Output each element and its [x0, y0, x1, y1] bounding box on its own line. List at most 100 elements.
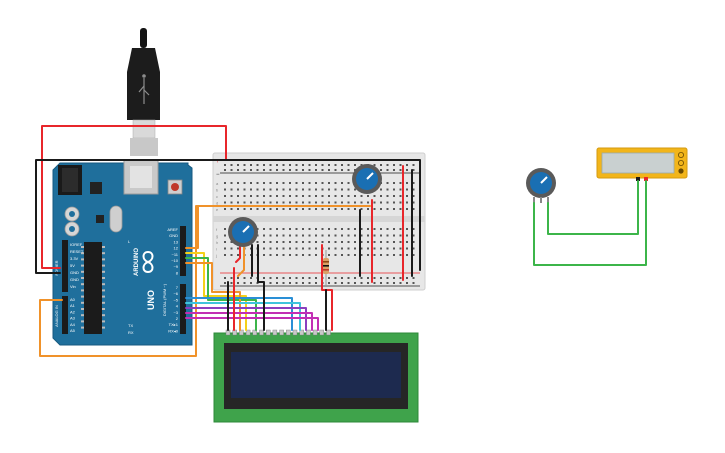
rail-hole[interactable]: [360, 282, 363, 284]
terminal-hole[interactable]: [373, 247, 376, 250]
terminal-hole[interactable]: [393, 195, 395, 197]
terminal-hole[interactable]: [243, 188, 246, 191]
wire-pot2-wiper[interactable]: [237, 244, 245, 277]
terminal-hole[interactable]: [347, 228, 350, 230]
rail-hole[interactable]: [276, 282, 278, 284]
digital-header-high[interactable]: [180, 226, 186, 276]
terminal-hole[interactable]: [237, 247, 239, 250]
terminal-hole[interactable]: [282, 241, 285, 243]
rail-hole[interactable]: [263, 164, 265, 166]
rail-hole[interactable]: [276, 277, 278, 279]
terminal-hole[interactable]: [282, 182, 285, 184]
rail-hole[interactable]: [315, 282, 317, 284]
lcd-pin[interactable]: [279, 329, 284, 336]
rail-hole[interactable]: [341, 277, 343, 279]
wire-meter-a[interactable]: [547, 180, 639, 235]
terminal-hole[interactable]: [237, 195, 239, 197]
lcd-pin[interactable]: [272, 329, 278, 336]
terminal-hole[interactable]: [360, 228, 363, 230]
terminal-hole[interactable]: [237, 188, 239, 191]
terminal-hole[interactable]: [334, 254, 337, 256]
rail-hole[interactable]: [354, 277, 356, 279]
terminal-hole[interactable]: [302, 188, 304, 191]
terminal-hole[interactable]: [412, 247, 415, 250]
terminal-hole[interactable]: [269, 241, 272, 243]
terminal-hole[interactable]: [367, 247, 369, 250]
terminal-hole[interactable]: [263, 234, 265, 237]
terminal-hole[interactable]: [256, 208, 259, 210]
terminal-hole[interactable]: [412, 195, 415, 197]
terminal-hole[interactable]: [347, 247, 350, 250]
rail-hole[interactable]: [243, 277, 246, 279]
rail-hole[interactable]: [230, 282, 233, 284]
terminal-hole[interactable]: [282, 195, 285, 197]
terminal-hole[interactable]: [224, 247, 226, 250]
rail-hole[interactable]: [399, 277, 402, 279]
wire-lcd-rw[interactable]: [257, 244, 265, 331]
terminal-hole[interactable]: [367, 234, 369, 237]
terminal-hole[interactable]: [256, 201, 259, 204]
terminal-hole[interactable]: [276, 182, 278, 184]
terminal-hole[interactable]: [269, 188, 272, 191]
rail-hole[interactable]: [237, 282, 239, 284]
terminal-hole[interactable]: [334, 234, 337, 237]
digital-header-low[interactable]: [180, 284, 186, 334]
terminal-hole[interactable]: [412, 182, 415, 184]
rail-hole[interactable]: [412, 164, 415, 166]
terminal-hole[interactable]: [289, 201, 291, 204]
rail-hole[interactable]: [328, 277, 330, 279]
terminal-hole[interactable]: [354, 188, 356, 191]
terminal-hole[interactable]: [360, 234, 363, 237]
rail-hole[interactable]: [282, 282, 285, 284]
rail-hole[interactable]: [276, 169, 278, 171]
wire-pin5[interactable]: [185, 297, 293, 331]
terminal-hole[interactable]: [295, 228, 298, 230]
terminal-hole[interactable]: [399, 234, 402, 237]
terminal-hole[interactable]: [328, 182, 330, 184]
terminal-hole[interactable]: [354, 241, 356, 243]
terminal-hole[interactable]: [399, 241, 402, 243]
terminal-hole[interactable]: [393, 247, 395, 250]
rail-hole[interactable]: [380, 164, 382, 166]
rail-hole[interactable]: [282, 277, 285, 279]
terminal-hole[interactable]: [243, 195, 246, 197]
terminal-hole[interactable]: [295, 195, 298, 197]
terminal-hole[interactable]: [393, 254, 395, 256]
terminal-hole[interactable]: [399, 247, 402, 250]
rail-hole[interactable]: [406, 277, 408, 279]
terminal-hole[interactable]: [334, 182, 337, 184]
terminal-hole[interactable]: [263, 188, 265, 191]
terminal-hole[interactable]: [334, 247, 337, 250]
terminal-hole[interactable]: [354, 228, 356, 230]
rail-hole[interactable]: [224, 169, 226, 171]
terminal-hole[interactable]: [354, 247, 356, 250]
lcd-pin[interactable]: [252, 329, 258, 336]
terminal-hole[interactable]: [341, 201, 343, 204]
terminal-hole[interactable]: [289, 195, 291, 197]
terminal-hole[interactable]: [399, 208, 402, 210]
terminal-hole[interactable]: [328, 254, 330, 256]
terminal-hole[interactable]: [295, 234, 298, 237]
terminal-hole[interactable]: [334, 195, 337, 197]
terminal-hole[interactable]: [373, 195, 376, 197]
terminal-hole[interactable]: [302, 195, 304, 197]
terminal-hole[interactable]: [224, 228, 226, 230]
lcd-pin[interactable]: [286, 329, 291, 336]
terminal-hole[interactable]: [315, 247, 317, 250]
terminal-hole[interactable]: [295, 247, 298, 250]
wire-pin1[interactable]: [185, 317, 319, 331]
terminal-hole[interactable]: [243, 201, 246, 204]
terminal-hole[interactable]: [308, 195, 311, 197]
potentiometer-standalone[interactable]: [526, 168, 556, 203]
terminal-hole[interactable]: [256, 241, 259, 243]
wire-pin9[interactable]: [185, 262, 241, 331]
terminal-hole[interactable]: [341, 247, 343, 250]
rail-hole[interactable]: [406, 164, 408, 166]
rail-hole[interactable]: [230, 164, 233, 166]
terminal-hole[interactable]: [328, 247, 330, 250]
rail-hole[interactable]: [224, 282, 226, 284]
wire-pin4[interactable]: [185, 302, 301, 331]
lcd-pin[interactable]: [299, 329, 304, 336]
terminal-hole[interactable]: [354, 195, 356, 197]
